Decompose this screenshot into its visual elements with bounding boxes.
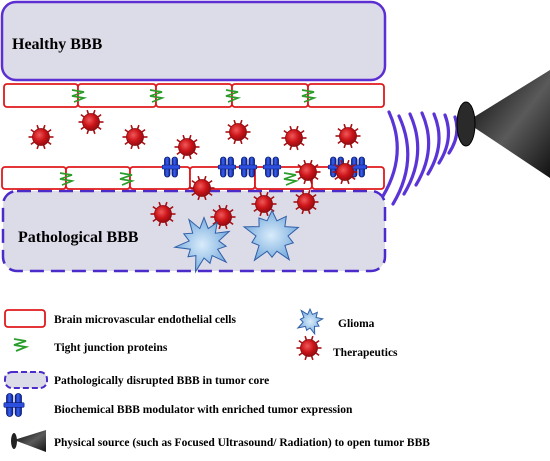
ultrasound-wave	[447, 115, 459, 155]
tight-junctions	[59, 89, 318, 186]
therapeutic-icon	[225, 119, 251, 145]
therapeutic-icon	[78, 109, 104, 135]
glioma-icon	[242, 209, 300, 262]
therapeutic-icon	[189, 175, 215, 201]
top-endothelial-cell	[155, 83, 233, 108]
pathological-bbb-label: Pathological BBB	[18, 229, 139, 246]
therapeutic-icon	[150, 201, 176, 227]
legend-tight-junction: Tight junction proteins	[13, 338, 168, 354]
glioma-cells	[172, 209, 300, 274]
bbb-modulator-icon	[217, 156, 237, 178]
top-endothelial-cell	[3, 83, 79, 108]
cone-transducer-icon	[14, 430, 46, 452]
bottom-endothelial-cell	[129, 166, 191, 190]
bottom-endothelial-cell	[1, 166, 67, 190]
legend-glioma: Glioma	[296, 307, 375, 336]
ultrasound-waves	[381, 110, 459, 206]
legend-tight-junction-label: Tight junction proteins	[54, 342, 168, 354]
legend-endothelial-label: Brain microvascular endothelial cells	[54, 314, 236, 326]
tight-junction-icon	[225, 89, 242, 103]
tight-junction-icon	[71, 89, 88, 103]
therapeutic-icon	[210, 204, 236, 230]
legend-glioma-label: Glioma	[338, 318, 375, 330]
therapeutic-icon	[335, 123, 361, 149]
bottom-endothelial-row	[1, 166, 385, 190]
legend-modulator: Biochemical BBB modulator with enriched …	[3, 393, 353, 417]
physical-source-icon	[456, 70, 550, 178]
top-endothelial-cell	[77, 83, 157, 108]
legend-disrupted: Pathologically disrupted BBB in tumor co…	[4, 371, 269, 389]
therapeutic-icon	[293, 189, 319, 215]
top-endothelial-row	[3, 83, 385, 108]
glioma-icon	[172, 216, 231, 274]
top-endothelial-cell	[231, 83, 309, 108]
ultrasound-wave	[402, 112, 420, 196]
tight-junction-icon	[119, 172, 136, 186]
therapeutic-icon	[296, 335, 322, 361]
therapeutic-icon	[251, 191, 277, 217]
legend-therapeutics: Therapeutics	[296, 335, 398, 361]
tight-junction-icon	[59, 172, 76, 186]
therapeutic-particles	[28, 109, 361, 230]
endothelial-swatch	[4, 309, 46, 328]
top-endothelial-cell	[307, 83, 385, 108]
tight-junction-icon	[301, 89, 318, 103]
legend-endothelial: Brain microvascular endothelial cells	[4, 309, 236, 328]
ultrasound-wave	[414, 111, 431, 187]
ultrasound-wave	[437, 113, 451, 165]
tight-junction-icon	[13, 338, 30, 352]
tight-junction-icon	[149, 89, 166, 103]
disrupted-bbb-swatch	[4, 371, 48, 389]
therapeutic-icon	[122, 124, 148, 150]
bbb-modulators	[161, 156, 368, 178]
therapeutic-icon	[332, 159, 358, 185]
healthy-bbb-label: Healthy BBB	[12, 36, 103, 53]
therapeutic-icon	[174, 134, 200, 160]
legend: Brain microvascular endothelial cells Ti…	[3, 307, 430, 452]
therapeutic-icon	[281, 125, 307, 151]
legend-therapeutics-label: Therapeutics	[333, 347, 398, 359]
legend-physical-source: Physical source (such as Focused Ultraso…	[11, 430, 430, 452]
therapeutic-icon	[295, 159, 321, 185]
bbb-modulator-icon	[262, 156, 282, 178]
bbb-modulator-icon	[3, 393, 25, 417]
ultrasound-wave	[381, 110, 399, 198]
ultrasound-wave	[426, 112, 441, 176]
legend-physical-source-label: Physical source (such as Focused Ultraso…	[54, 437, 430, 449]
legend-disrupted-label: Pathologically disrupted BBB in tumor co…	[54, 375, 269, 387]
bbb-modulator-icon	[161, 156, 181, 178]
healthy-bbb-region: Healthy BBB	[0, 0, 387, 82]
ultrasound-wave	[391, 114, 410, 206]
tight-junction-icon	[283, 172, 300, 186]
legend-modulator-label: Biochemical BBB modulator with enriched …	[54, 404, 353, 416]
glioma-icon	[296, 307, 325, 336]
therapeutic-icon	[28, 124, 54, 150]
bbb-modulator-icon	[238, 156, 258, 178]
